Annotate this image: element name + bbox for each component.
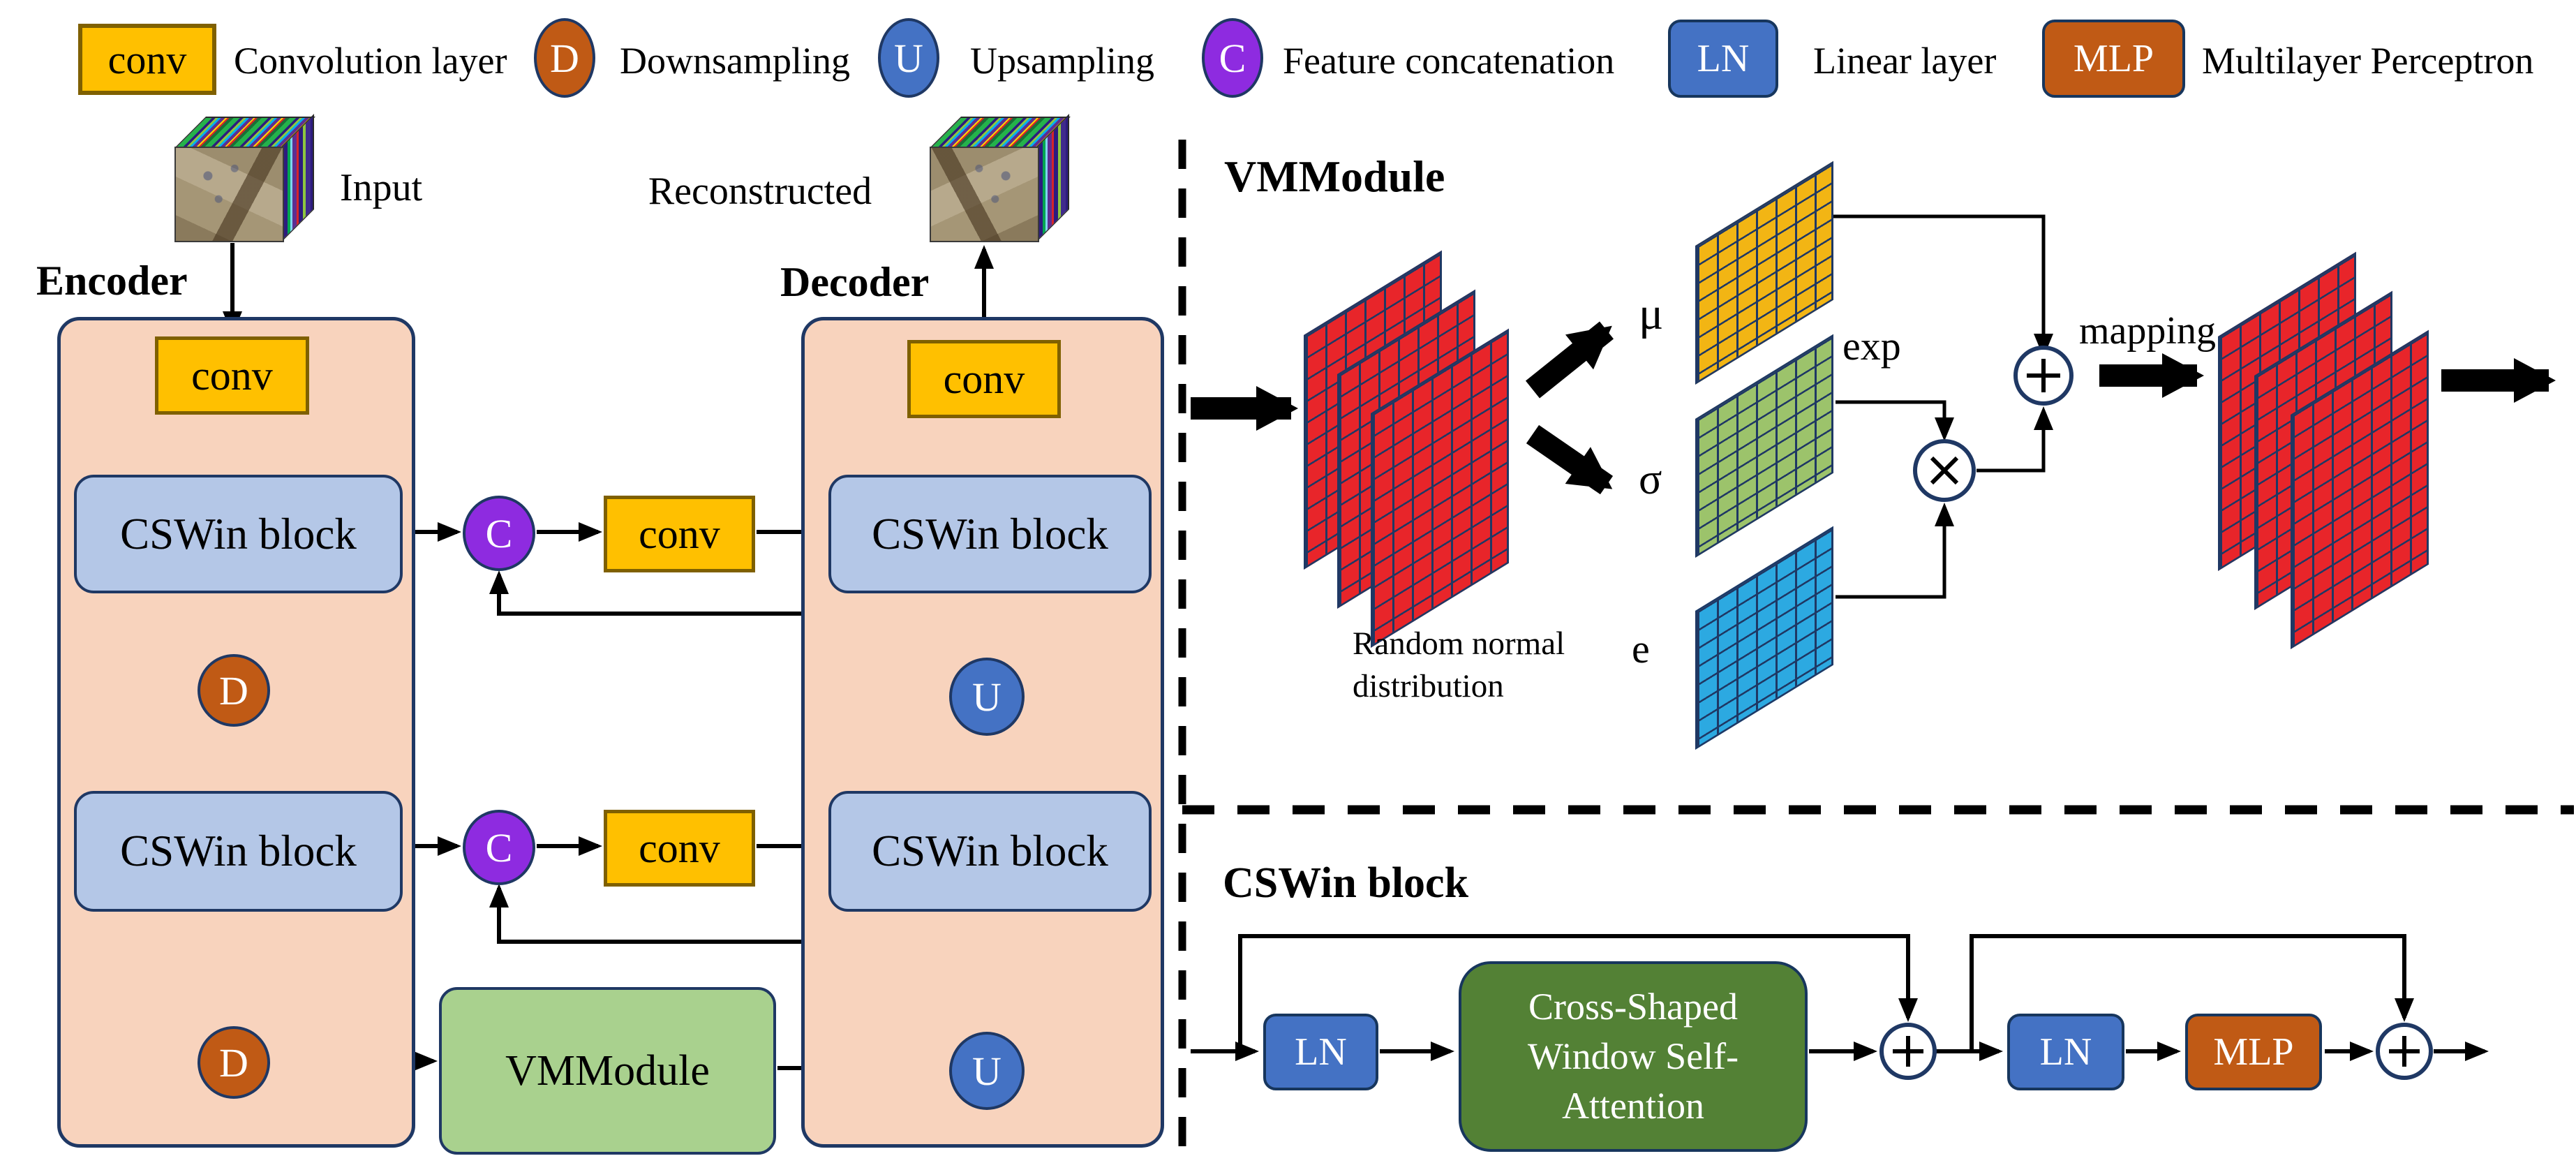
layernorm-block-1: LN <box>1263 1014 1378 1090</box>
legend-conv-chip: conv <box>78 24 216 95</box>
multiply-node-vmmodule <box>1913 439 1976 502</box>
sigma-label: σ <box>1639 456 1662 503</box>
input-hyperspectral-cube <box>174 114 315 242</box>
add-node-attention <box>1879 1023 1937 1080</box>
aerial-image-face <box>174 147 284 242</box>
add-icon <box>2027 359 2060 392</box>
decoder-cswin-block-2: CSWin block <box>828 791 1152 912</box>
add-icon <box>2389 1036 2420 1067</box>
input-label: Input <box>340 166 423 209</box>
epsilon-label: e <box>1632 626 1650 672</box>
legend-linear-label: Linear layer <box>1813 40 1997 82</box>
encoder-panel <box>57 317 415 1148</box>
decoder-conv-block: conv <box>907 340 1061 418</box>
legend-downsampling-label: Downsampling <box>620 40 850 82</box>
legend-downsampling-chip: D <box>534 18 595 98</box>
aerial-image-face <box>930 147 1039 242</box>
random-normal-line2: distribution <box>1353 668 1504 705</box>
vmmodule-thick-arrows <box>1191 321 2556 495</box>
legend-upsampling-label: Upsampling <box>970 40 1154 82</box>
legend-upsampling-chip: U <box>878 18 939 98</box>
legend-mlp-chip: MLP <box>2042 20 2185 98</box>
add-node-mlp <box>2376 1023 2433 1080</box>
encoder-cswin-block-2: CSWin block <box>74 791 403 912</box>
mlp-block: MLP <box>2185 1014 2322 1090</box>
upsample-node-1: U <box>949 658 1025 736</box>
legend-mlp-label: Multilayer Perceptron <box>2202 40 2534 82</box>
concat-node-2: C <box>463 810 535 885</box>
reconstructed-label: Reconstructed <box>648 170 872 213</box>
decoder-title: Decoder <box>780 259 930 305</box>
vmmodule-panel-title: VMModule <box>1224 151 1445 201</box>
encoder-cswin-block-1: CSWin block <box>74 475 403 593</box>
vmmodule-block: VMModule <box>439 987 776 1155</box>
add-icon <box>1893 1036 1923 1067</box>
mapping-label: mapping <box>2079 309 2216 353</box>
attention-line2: Window Self- <box>1527 1035 1739 1077</box>
legend-concatenation-chip: C <box>1202 18 1263 98</box>
encoder-conv-block: conv <box>155 336 309 415</box>
concat-node-1: C <box>463 496 535 571</box>
random-normal-line1: Random normal <box>1353 625 1565 662</box>
mu-label: μ <box>1639 288 1664 339</box>
downsample-node-2: D <box>198 1026 270 1099</box>
upsample-node-2: U <box>949 1032 1025 1110</box>
random-normal-label: Random normal distribution <box>1353 623 1565 708</box>
attention-line1: Cross-Shaped <box>1528 985 1738 1028</box>
legend-conv-label: Convolution layer <box>234 40 507 82</box>
legend-concatenation-label: Feature concatenation <box>1283 40 1615 82</box>
multiply-icon <box>1930 456 1959 485</box>
reconstructed-hyperspectral-cube <box>930 114 1071 242</box>
cross-shaped-attention-block: Cross-Shaped Window Self- Attention <box>1459 961 1808 1152</box>
exp-label: exp <box>1842 323 1901 369</box>
cswin-panel-connectors <box>1191 934 2489 1061</box>
decoder-cswin-block-1: CSWin block <box>828 475 1152 593</box>
add-node-vmmodule <box>2013 346 2074 406</box>
layernorm-block-2: LN <box>2007 1014 2124 1090</box>
skip-conv-block-2: conv <box>604 810 755 887</box>
attention-line3: Attention <box>1562 1085 1704 1127</box>
encoder-title: Encoder <box>36 258 188 304</box>
cswin-panel-title: CSWin block <box>1223 859 1469 907</box>
attention-text: Cross-Shaped Window Self- Attention <box>1528 982 1739 1132</box>
vmmodule-connectors <box>1833 214 2053 599</box>
skip-conv-block-1: conv <box>604 496 755 572</box>
legend-linear-chip: LN <box>1668 20 1778 98</box>
downsample-node-1: D <box>198 654 270 727</box>
